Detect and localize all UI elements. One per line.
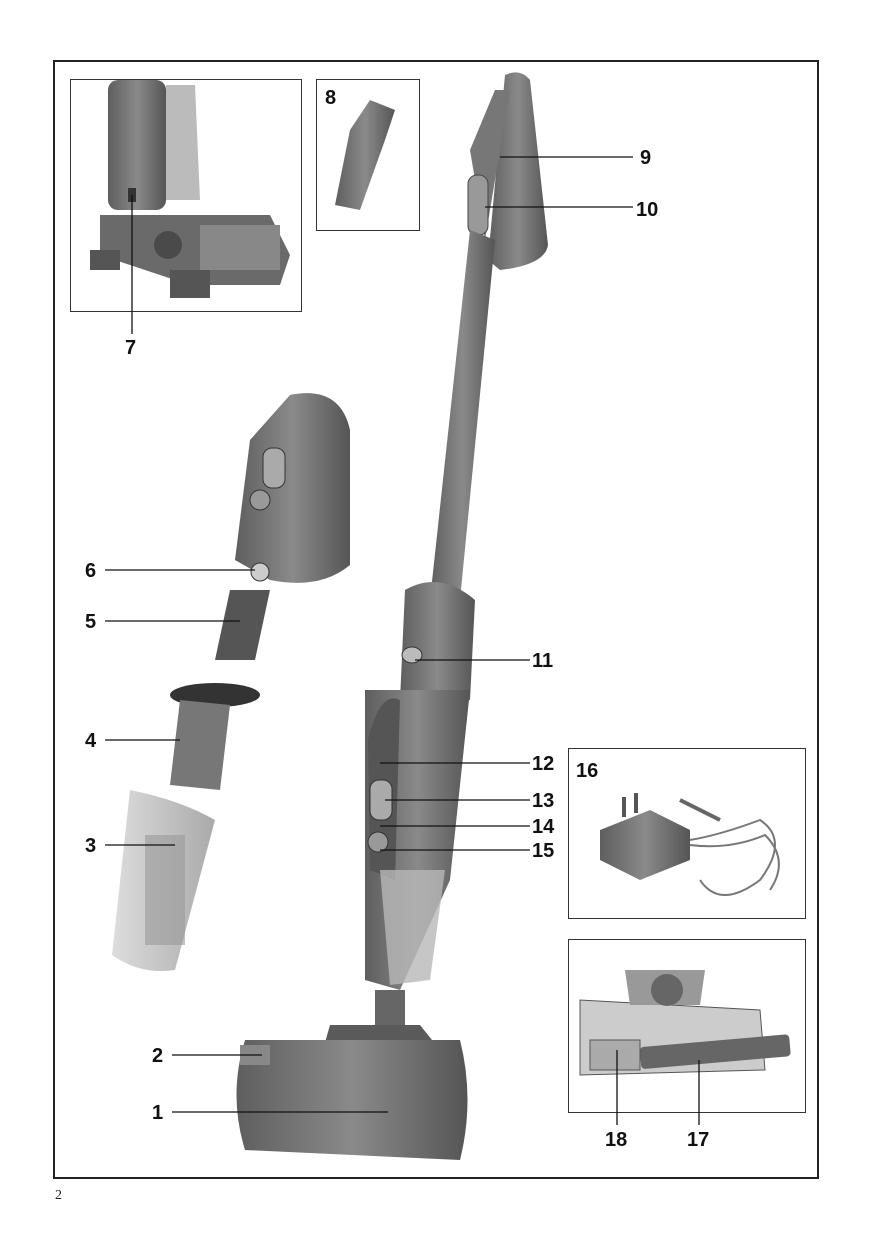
label-3: 3 [85,835,97,857]
handheld-unit [112,393,350,971]
label-18: 18 [605,1129,628,1151]
label-14: 14 [532,816,555,838]
brush-roller [579,970,791,1076]
label-6: 6 [85,560,97,582]
label-16: 16 [576,760,599,782]
label-11: 11 [532,650,554,672]
crevice-tool [335,100,395,210]
label-7: 7 [125,337,137,359]
page-number: 2 [55,1188,62,1203]
charger [600,793,780,896]
label-1: 1 [152,1102,164,1124]
label-12: 12 [532,753,555,775]
figure-frame [53,60,819,1179]
label-2: 2 [152,1045,164,1067]
floor-nozzle-detail [90,80,290,298]
label-9: 9 [640,147,652,169]
leader-lines [105,156,700,1125]
label-13: 13 [532,790,555,812]
stick-vacuum [236,72,548,1160]
label-10: 10 [636,199,659,221]
label-4: 4 [85,730,97,752]
label-8: 8 [325,87,337,109]
label-5: 5 [85,611,97,633]
label-15: 15 [532,840,555,862]
label-17: 17 [687,1129,710,1151]
